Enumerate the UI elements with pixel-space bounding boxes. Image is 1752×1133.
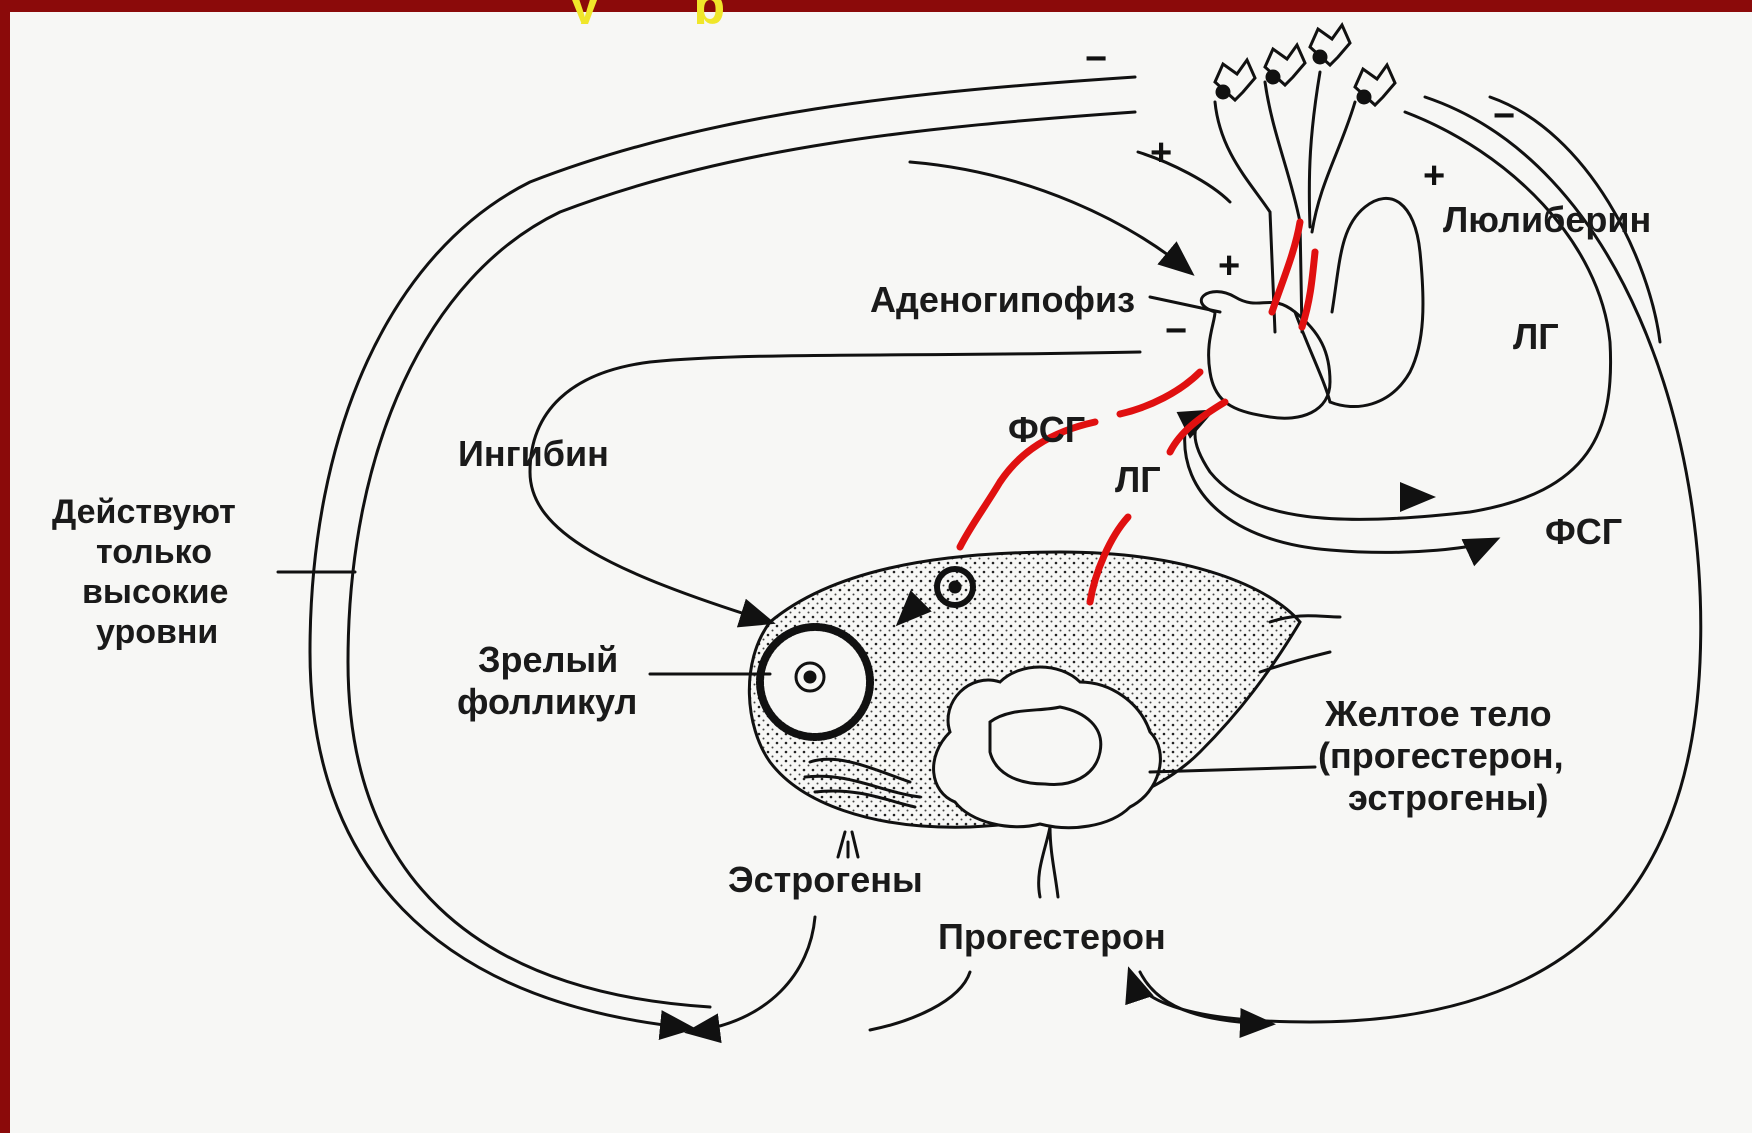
label-fsh-right: ФСГ — [1545, 512, 1622, 552]
diagram-sheet: у р — [10, 12, 1752, 1133]
hormone-regulation-diagram — [10, 12, 1752, 1133]
estrogen-return — [690, 917, 815, 1032]
neuron-stalk-4 — [1312, 102, 1355, 232]
label-high-levels-2: только — [96, 532, 212, 572]
label-corpus-luteum-2: (прогестерон, — [1318, 736, 1564, 776]
mature-follicle — [760, 627, 870, 737]
label-high-levels-4: уровни — [96, 612, 218, 652]
sign-neuron-plus: + — [1150, 134, 1172, 172]
progesterone-right — [1140, 972, 1270, 1024]
label-high-levels-1: Действуют — [52, 492, 236, 532]
neuron-stalk-1 — [1215, 102, 1275, 332]
label-fsh-left: ФСГ — [1008, 410, 1085, 450]
label-lh-right: ЛГ — [1513, 317, 1559, 357]
sign-right-plus: + — [1423, 157, 1445, 195]
label-corpus-luteum-3: эстрогены) — [1348, 778, 1549, 818]
upper-feedback-line — [910, 162, 1190, 272]
label-high-levels-3: высокие — [82, 572, 228, 612]
red-stalk-arrow-2 — [1302, 252, 1315, 327]
progesterone-return — [870, 972, 970, 1030]
label-progesterone: Прогестерон — [938, 917, 1166, 957]
pituitary-posterior — [1330, 198, 1423, 406]
sign-top-left-minus: − — [1085, 40, 1107, 78]
neuron-stalk-2 — [1265, 82, 1302, 332]
sign-pituitary-minus: − — [1165, 312, 1187, 350]
label-luliberin: Люлиберин — [1443, 200, 1651, 240]
label-mature-follicle-2: фолликул — [457, 682, 637, 722]
neuron-cell-icon — [1215, 25, 1395, 105]
label-adenohypophysis: Аденогипофиз — [870, 280, 1135, 320]
label-corpus-luteum-1: Желтое тело — [1325, 694, 1552, 734]
red-fsh-arrow — [960, 372, 1200, 547]
red-stalk-arrow-1 — [1272, 222, 1300, 312]
sign-right-minus: − — [1493, 97, 1515, 135]
label-inhibin: Ингибин — [458, 434, 609, 474]
sign-pituitary-plus: + — [1218, 247, 1240, 285]
label-estrogens: Эстрогены — [728, 860, 923, 900]
label-lh-center: ЛГ — [1115, 460, 1161, 500]
label-mature-follicle-1: Зрелый — [478, 640, 618, 680]
